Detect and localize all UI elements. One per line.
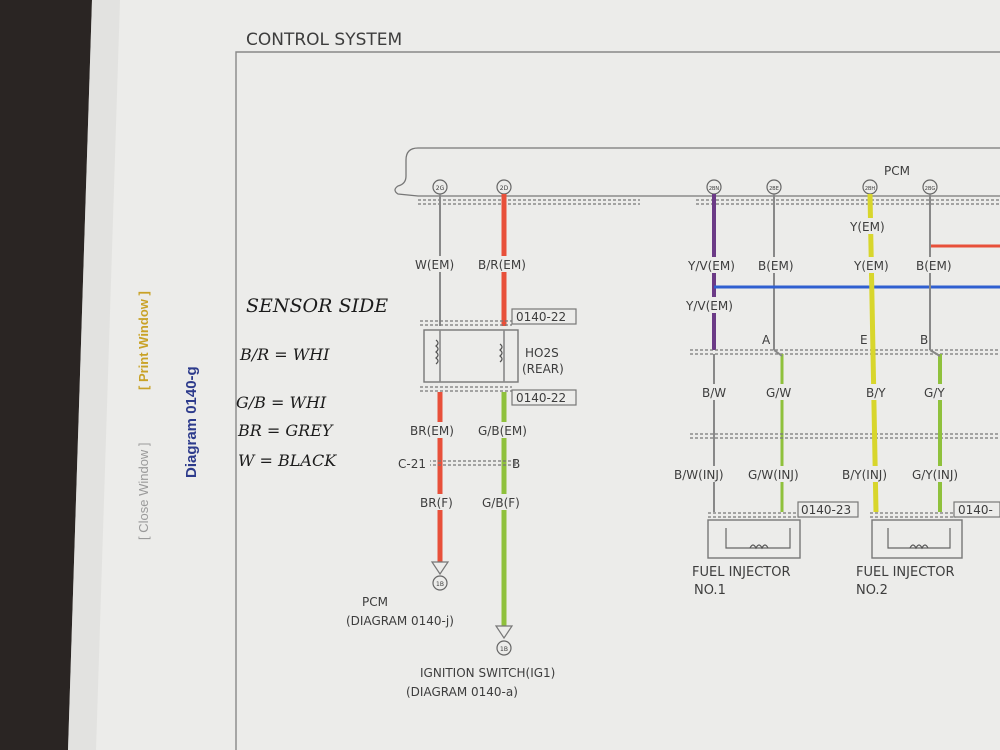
pcm-pin: 2BE (766, 179, 782, 195)
handwritten-note: B/R = WHI (239, 345, 330, 364)
ref-label: 0140- (958, 503, 993, 517)
connector-pin: B (512, 457, 520, 471)
ref-label: 0140-22 (516, 391, 566, 405)
pcm-pin: 2D (496, 179, 512, 195)
page-title: CONTROL SYSTEM (246, 30, 402, 50)
pcm-pin: 2BN (706, 179, 722, 195)
wire-label: G/B(F) (482, 496, 520, 510)
svg-text:2BE: 2BE (769, 186, 779, 192)
wire-label: B/Y(INJ) (842, 468, 887, 482)
diagram-id: Diagram 0140-g (183, 366, 200, 478)
wire-label: BR(F) (420, 496, 453, 510)
wire-label: G/B(EM) (478, 424, 527, 438)
wire-y-yellow (867, 193, 879, 513)
ho2s-sensor (423, 329, 519, 383)
ref-label: 0140-22 (516, 310, 566, 324)
destination-label: PCM (362, 595, 388, 609)
handwritten-note: BR = GREY (237, 421, 334, 440)
ho2s-name: HO2S (525, 346, 559, 360)
connector-pin: E (860, 333, 868, 347)
wire-label: Y(EM) (853, 259, 889, 273)
destination-ref: (DIAGRAM 0140-j) (346, 614, 454, 628)
handwritten-note: G/B = WHI (236, 393, 327, 412)
print-window-link[interactable]: [ Print Window ] (136, 291, 151, 390)
svg-text:1B: 1B (500, 646, 508, 653)
wire-label: B/W (702, 386, 726, 400)
wire-label: B(EM) (758, 259, 794, 273)
svg-text:1B: 1B (436, 581, 444, 588)
wire-label: BR(EM) (410, 424, 454, 438)
pcm-pin: 2BH (862, 179, 878, 195)
pcm-bus (394, 147, 1000, 205)
close-window-link[interactable]: [ Close Window ] (136, 442, 151, 540)
wire-label: G/Y(INJ) (912, 468, 958, 482)
ref-box (797, 501, 859, 518)
wire-label: W(EM) (415, 258, 454, 272)
wire-label: Y/V(EM) (687, 259, 735, 273)
ref-label: 0140-23 (801, 503, 851, 517)
handwritten-heading: SENSOR SIDE (246, 295, 388, 317)
svg-text:2BG: 2BG (925, 186, 936, 192)
terminal-pin: 1B (432, 575, 448, 591)
side-panel: [ Close Window ] [ Print Window ] (136, 291, 151, 540)
destination-label: IGNITION SWITCH(IG1) (420, 666, 555, 680)
wire-label: Y/V(EM) (685, 299, 733, 313)
injector-number: NO.2 (856, 583, 888, 598)
handwritten-note: W = BLACK (238, 451, 337, 470)
wire-label: G/W(INJ) (748, 468, 799, 482)
connector-pin: A (762, 333, 771, 347)
destination-ref: (DIAGRAM 0140-a) (406, 685, 518, 699)
injector-number: NO.1 (694, 583, 726, 598)
wire-label: B/Y (866, 386, 886, 400)
svg-text:2BH: 2BH (865, 186, 876, 192)
svg-text:2G: 2G (436, 185, 445, 192)
injector-name: FUEL INJECTOR (856, 565, 954, 580)
wire-label: B/W(INJ) (674, 468, 724, 482)
ref-box (511, 308, 577, 325)
connector-pin: B (920, 333, 928, 347)
fuel-injector-2 (871, 519, 963, 559)
wire-label: Y(EM) (849, 220, 885, 234)
connector-label: C-21 (398, 457, 426, 471)
wire-label: B(EM) (916, 259, 952, 273)
pcm-pin: 2BG (922, 179, 938, 195)
pcm-pin: 2G (432, 179, 448, 195)
svg-text:2BN: 2BN (709, 186, 720, 192)
pcm-label: PCM (884, 164, 910, 178)
wire-label: G/W (766, 386, 791, 400)
fuel-injector-1 (707, 519, 801, 559)
paper-shadow (68, 0, 120, 750)
injector-name: FUEL INJECTOR (692, 565, 790, 580)
wire-label: G/Y (924, 386, 945, 400)
svg-text:2D: 2D (500, 185, 509, 192)
wire-label: B/R(EM) (478, 258, 526, 272)
diagram-frame (235, 51, 1000, 750)
ref-box (953, 501, 1000, 518)
ho2s-location: (REAR) (522, 362, 564, 376)
ref-box (511, 389, 577, 406)
terminal-pin: 1B (496, 640, 512, 656)
